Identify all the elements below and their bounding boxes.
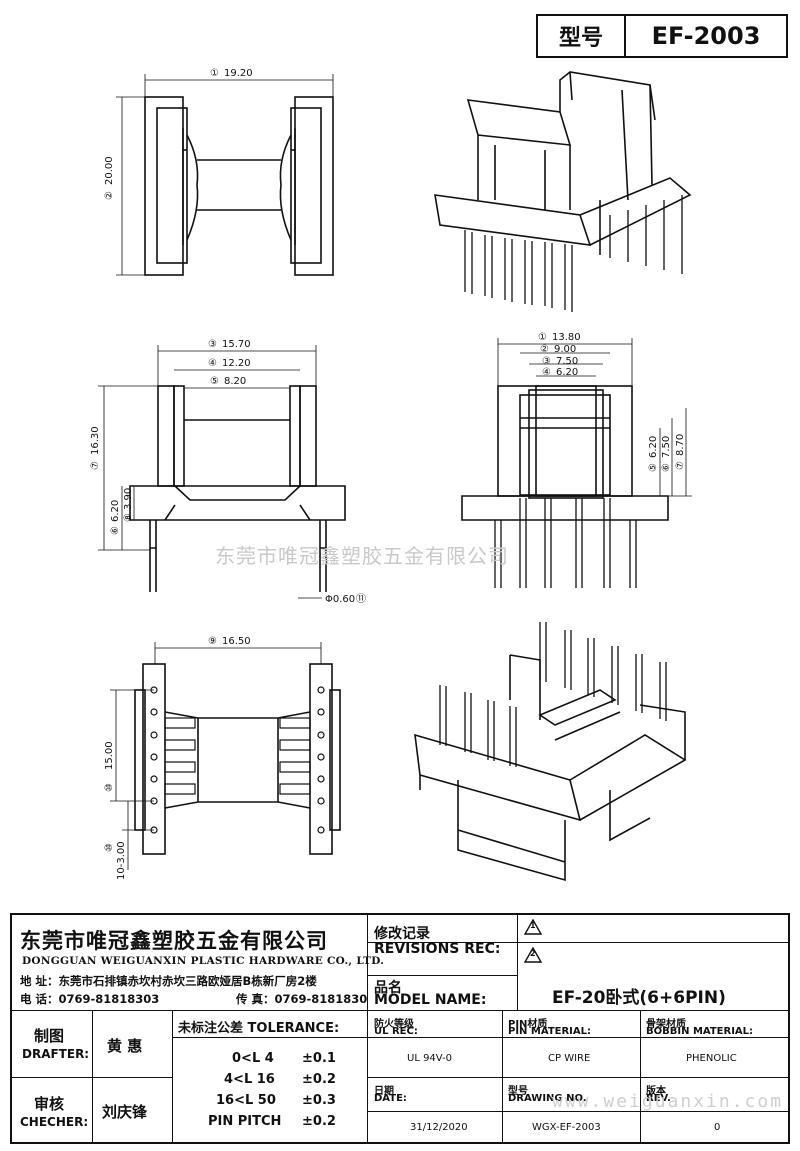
dim-side-f-marker: ⑥ <box>661 463 672 472</box>
revision-2-number: 2 <box>530 949 536 958</box>
dim-side-d: 6.20 <box>556 367 578 378</box>
dim-side-c-marker: ③ <box>542 356 551 367</box>
drawing-label-en: DRAWING NO. <box>508 1093 587 1104</box>
dim-top-width-marker: ① <box>210 68 219 79</box>
revision-1-triangle-icon <box>524 919 542 935</box>
technical-drawing: ① 19.20 ② 20.00 ③ 15.70 ④ 12.20 ⑤ 8.20 ⑦… <box>90 68 692 882</box>
company-tel: 电 话：0769-81818303 <box>20 992 160 1006</box>
tolerance-value-4: ±0.2 <box>302 1114 336 1129</box>
drafter-name: 黄 惠 <box>107 1037 143 1055</box>
tolerance-title: 未标注公差 TOLERANCE: <box>178 1021 340 1036</box>
drawing-label-cn: 型号 <box>508 1086 528 1097</box>
dim-side-g-marker: ⑦ <box>675 461 686 470</box>
dim-front-b: 12.20 <box>222 358 251 369</box>
dim-front-pin-marker: ⑪ <box>356 593 366 605</box>
drawing-value: WGX-EF-2003 <box>532 1122 601 1133</box>
dim-side-f: 7.50 <box>661 436 672 458</box>
company-name-cn: 东莞市唯冠鑫塑胶五金有限公司 <box>20 929 328 953</box>
dim-front-d-marker: ⑦ <box>90 461 101 470</box>
model-name-value: EF-20卧式(6+6PIN) <box>552 988 726 1008</box>
dim-front-c: 8.20 <box>224 376 246 387</box>
model-name-label-cn: 品名 <box>374 980 402 996</box>
tolerance-range-4: PIN PITCH <box>208 1114 282 1129</box>
bottom-view <box>110 642 341 870</box>
dim-bottom-a: 16.50 <box>222 636 251 647</box>
dim-front-f-marker: ⑧ <box>123 513 134 522</box>
company-address: 地 址：东莞市石排镇赤坎村赤坎三路欧娅居B栋新厂房2楼 <box>20 974 317 988</box>
ul-label-cn: 防火等级 <box>374 1019 414 1030</box>
dim-side-d-marker: ④ <box>542 367 551 378</box>
dim-front-e-marker: ⑥ <box>110 526 121 535</box>
dim-top-height: 20.00 <box>104 156 115 185</box>
bobbin-label-cn: 骨架材质 <box>646 1019 686 1030</box>
company-fax: 传 真：0769-8181830 <box>236 992 368 1006</box>
dim-side-g: 8.70 <box>675 434 686 456</box>
dim-front-d: 16.30 <box>90 426 101 455</box>
revision-1-number: 1 <box>530 921 536 930</box>
iso-view-top <box>434 71 692 312</box>
ul-value: UL 94V-0 <box>407 1053 453 1064</box>
revisions-label-cn: 修改记录 <box>374 926 430 942</box>
date-label-en: DATE: <box>374 1093 407 1104</box>
checker-label-en: CHECHER: <box>20 1115 89 1129</box>
dim-front-a: 15.70 <box>222 339 251 350</box>
date-value: 31/12/2020 <box>410 1122 468 1133</box>
rev-label-en: REV. <box>646 1093 671 1104</box>
dim-side-a: 13.80 <box>552 332 581 343</box>
dim-side-b-marker: ② <box>540 344 549 355</box>
checker-name: 刘庆锋 <box>102 1103 148 1121</box>
checker-label-cn: 审核 <box>34 1095 65 1113</box>
dim-front-c-marker: ⑤ <box>210 376 219 387</box>
drafter-label-cn: 制图 <box>34 1027 65 1045</box>
dim-bottom-b-marker: ⑩ <box>104 783 115 792</box>
date-label-cn: 日期 <box>374 1086 394 1097</box>
dim-front-pin: Φ0.60 <box>325 594 355 605</box>
iso-view-bottom <box>414 622 687 882</box>
dim-side-a-marker: ① <box>538 332 547 343</box>
website-watermark: www.weiguanxin.com <box>552 1091 784 1112</box>
side-view <box>461 338 692 588</box>
dim-side-c: 7.50 <box>556 356 578 367</box>
tolerance-range-3: 16<L 50 <box>216 1093 276 1108</box>
revisions-label-en: REVISIONS REC: <box>374 941 501 957</box>
dim-top-width: 19.20 <box>224 68 253 79</box>
bobbin-value: PHENOLIC <box>686 1053 737 1064</box>
dim-bottom-b: 15.00 <box>104 741 115 770</box>
dim-front-f: 3.90 <box>123 488 134 510</box>
drafter-label-en: DRAFTER: <box>22 1047 90 1061</box>
rev-label-cn: 版本 <box>646 1086 666 1097</box>
ul-label-en: UL REC: <box>374 1026 418 1037</box>
tolerance-value-3: ±0.3 <box>302 1093 336 1108</box>
title-block: 东莞市唯冠鑫塑胶五金有限公司 DONGGUAN WEIGUANXIN PLAST… <box>10 913 790 1144</box>
model-header-box: 型号 EF-2003 <box>536 14 788 58</box>
tolerance-value-2: ±0.2 <box>302 1072 336 1087</box>
model-label: 型号 <box>538 16 626 56</box>
dim-bottom-c-marker: ⑩ <box>104 843 115 852</box>
dim-side-b: 9.00 <box>554 344 576 355</box>
dim-side-e-marker: ⑤ <box>648 463 659 472</box>
dim-front-a-marker: ③ <box>208 339 217 350</box>
model-name-label-en: MODEL NAME: <box>374 992 487 1008</box>
tolerance-value-1: ±0.1 <box>302 1051 336 1066</box>
pin-value: CP WIRE <box>548 1053 591 1064</box>
rev-value: 0 <box>714 1122 721 1133</box>
company-watermark: 东莞市唯冠鑫塑胶五金有限公司 <box>215 544 509 568</box>
front-view <box>98 345 346 599</box>
dim-side-e: 6.20 <box>648 436 659 458</box>
dim-front-e: 6.20 <box>110 500 121 522</box>
bobbin-label-en: BOBBIN MATERIAL: <box>646 1026 754 1037</box>
pin-label-en: PIN MATERIAL: <box>508 1026 591 1037</box>
revision-2-triangle-icon <box>524 947 542 963</box>
company-name-en: DONGGUAN WEIGUANXIN PLASTIC HARDWARE CO.… <box>22 955 385 967</box>
dim-front-b-marker: ④ <box>208 358 217 369</box>
pin-label-cn: PIN材质 <box>508 1019 548 1030</box>
tolerance-range-1: 0<L 4 <box>232 1051 274 1066</box>
dim-bottom-c: 10-3.00 <box>116 841 127 880</box>
dim-bottom-a-marker: ⑨ <box>208 636 217 647</box>
dim-top-height-marker: ② <box>104 191 115 200</box>
model-value: EF-2003 <box>651 22 761 50</box>
tolerance-range-2: 4<L 16 <box>224 1072 275 1087</box>
top-view <box>116 74 334 276</box>
